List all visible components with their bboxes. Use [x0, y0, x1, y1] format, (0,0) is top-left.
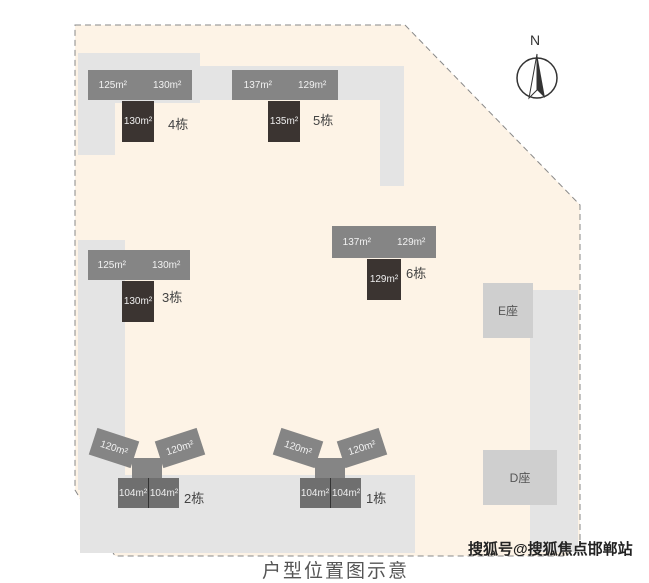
- road: [78, 53, 115, 155]
- road: [530, 290, 578, 552]
- building-2-label: 2栋: [184, 491, 205, 506]
- building-2-low-left: 104m²: [118, 478, 149, 508]
- building-2-low-right: 104m²: [149, 478, 179, 508]
- unit-area: 137m²: [243, 79, 272, 91]
- building-1-label: 1栋: [366, 491, 387, 506]
- building-6-core: 129m²: [367, 259, 401, 300]
- building-6-label: 6栋: [406, 266, 427, 281]
- unit-area: 130m²: [153, 79, 182, 91]
- building-4-core: 130m²: [122, 101, 154, 142]
- building-4-top: 125m² 130m²: [88, 70, 192, 100]
- building-5-top: 137m² 129m²: [232, 70, 338, 100]
- building-5-label: 5栋: [313, 113, 334, 128]
- watermark: 搜狐号@搜狐焦点邯郸站: [468, 541, 633, 558]
- building-2-hub: [132, 458, 162, 478]
- building-1-low-right: 104m²: [331, 478, 361, 508]
- building-4-label: 4栋: [168, 117, 189, 132]
- block-d: D座: [483, 450, 557, 505]
- building-3-label: 3栋: [162, 290, 183, 305]
- building-3-core: 130m²: [122, 281, 154, 322]
- unit-area: 129m²: [298, 79, 327, 91]
- caption: 户型位置图示意: [262, 561, 410, 582]
- building-3-top: 125m² 130m²: [88, 250, 190, 280]
- unit-area: 125m²: [97, 259, 126, 271]
- compass-icon: [516, 53, 558, 100]
- unit-area: 137m²: [342, 236, 371, 248]
- compass-north-label: N: [530, 32, 541, 48]
- building-6-top: 137m² 129m²: [332, 226, 436, 258]
- building-5-core: 135m²: [268, 101, 300, 142]
- block-e: E座: [483, 283, 533, 338]
- unit-area: 129m²: [397, 236, 426, 248]
- unit-area: 130m²: [152, 259, 181, 271]
- unit-area: 125m²: [98, 79, 127, 91]
- building-1-hub: [315, 458, 345, 478]
- road: [380, 66, 404, 186]
- building-1-low-left: 104m²: [300, 478, 331, 508]
